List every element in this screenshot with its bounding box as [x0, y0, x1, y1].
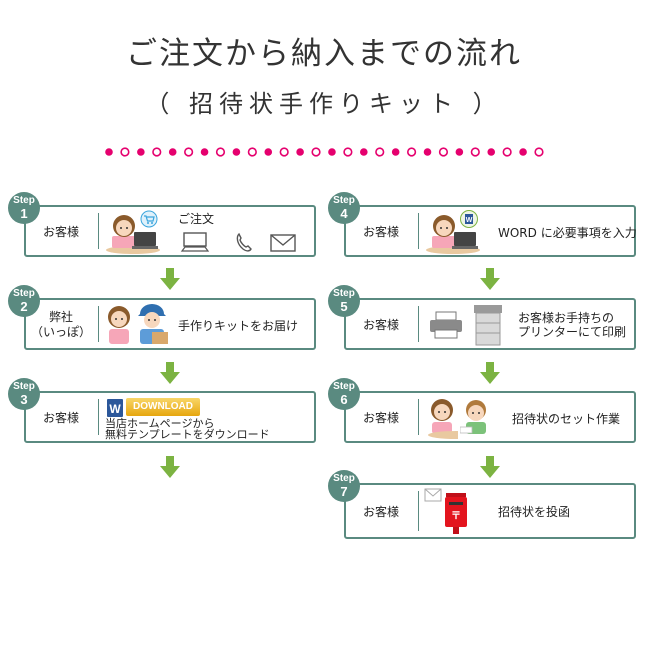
phone-icon [236, 232, 252, 252]
step-divider [98, 306, 99, 342]
arrow-down-icon [160, 362, 180, 384]
decor-dot [232, 148, 241, 156]
postbox-icon: 〒 [445, 493, 467, 534]
envelope-icon [424, 488, 442, 502]
step-7-who: お客様 [362, 505, 399, 519]
girl-with-laptop-icon [106, 215, 160, 254]
step-divider [98, 213, 99, 249]
decor-dot [247, 147, 257, 157]
decor-dot [184, 147, 194, 157]
decor-dot [168, 148, 177, 156]
dot-divider [105, 147, 544, 157]
computer-icon [180, 232, 210, 252]
page-title: ご注文から納入までの流れ [126, 36, 522, 72]
decor-dot [438, 147, 449, 157]
decor-dot [328, 148, 336, 156]
decor-dot [534, 147, 544, 157]
step-4-who: お客様 [362, 225, 399, 239]
arrow-down-icon [160, 456, 180, 478]
svg-text:〒: 〒 [451, 510, 461, 522]
step-divider [418, 399, 419, 435]
decor-dot [279, 147, 289, 157]
step-7-box: お客様 〒 招待状を投函 [344, 483, 636, 539]
mail-icon [270, 234, 296, 252]
step-7-label: 招待状を投函 [498, 505, 571, 519]
decor-dot [264, 148, 273, 156]
printer-icon [430, 311, 462, 339]
decor-dot [391, 148, 400, 156]
page-subtitle: （ 招待状手作りキット ） [145, 90, 503, 118]
word-icon: W [460, 210, 478, 228]
word-icon: W [107, 399, 123, 417]
decor-dot [311, 147, 321, 157]
girl-icon [108, 306, 130, 344]
arrow-down-icon [480, 268, 500, 290]
decor-dot [215, 147, 226, 157]
arrow-down-icon [480, 456, 500, 478]
step-divider [418, 306, 419, 342]
step-1-who: お客様 [42, 225, 79, 239]
decor-dot [360, 148, 368, 156]
decor-dot [343, 147, 353, 157]
step-6-label: 招待状のセット作業 [512, 412, 621, 426]
decor-dot [455, 148, 464, 156]
step-4-box: お客様 W WORD に必要事項を入力 [344, 205, 637, 257]
decor-dot [519, 148, 527, 156]
step-1-label: ご注文 [178, 212, 215, 226]
step-5-box: お客様 お客様お手持ちの プリンターにて印刷 [344, 298, 636, 350]
download-button[interactable]: DOWNLOAD [126, 398, 200, 416]
girl-icon [428, 399, 458, 439]
step-6-who: お客様 [362, 411, 399, 425]
step-3-who: お客様 [42, 411, 79, 425]
decor-dot [502, 147, 512, 157]
step-1-box: お客様 ご注文 [24, 205, 316, 257]
decor-dot [200, 148, 209, 156]
step-2-box: 弊社 （いっぽ） 手作りキットをお届け [24, 298, 316, 350]
decor-dot [487, 148, 496, 156]
step-6-box: お客様 招待状のセット作業 [344, 391, 636, 443]
step-2-label: 手作りキットをお届け [178, 319, 299, 333]
step-divider [98, 399, 99, 435]
step-divider [418, 491, 419, 531]
svg-text:W: W [466, 217, 473, 224]
decor-dot [423, 148, 432, 156]
step-5-who: お客様 [362, 318, 399, 332]
decor-dot [152, 147, 162, 157]
arrow-down-icon [480, 362, 500, 384]
step-5-label: お客様お手持ちの プリンターにて印刷 [518, 311, 627, 339]
svg-text:W: W [109, 402, 121, 416]
boy-icon [460, 400, 486, 434]
arrow-down-icon [160, 268, 180, 290]
decor-dot [105, 148, 113, 156]
girl-with-laptop-icon [426, 215, 480, 254]
decor-dot [406, 147, 417, 157]
step-divider [418, 213, 419, 249]
decor-dot [375, 147, 385, 157]
copier-icon [474, 305, 502, 346]
decor-dot [470, 147, 480, 157]
step-3-box: お客様 W DOWNLOAD 当店ホームページから 無料テンプレートをダウンロー… [24, 391, 316, 443]
delivery-man-icon [138, 304, 168, 344]
decor-dot [296, 148, 304, 156]
step-4-label: WORD に必要事項を入力 [498, 226, 637, 240]
step-3-label: 当店ホームページから 無料テンプレートをダウンロード [105, 417, 270, 441]
step-2-who: 弊社 （いっぽ） [30, 310, 91, 339]
decor-dot [120, 147, 130, 157]
decor-dot [137, 148, 145, 156]
cart-icon [140, 210, 158, 228]
